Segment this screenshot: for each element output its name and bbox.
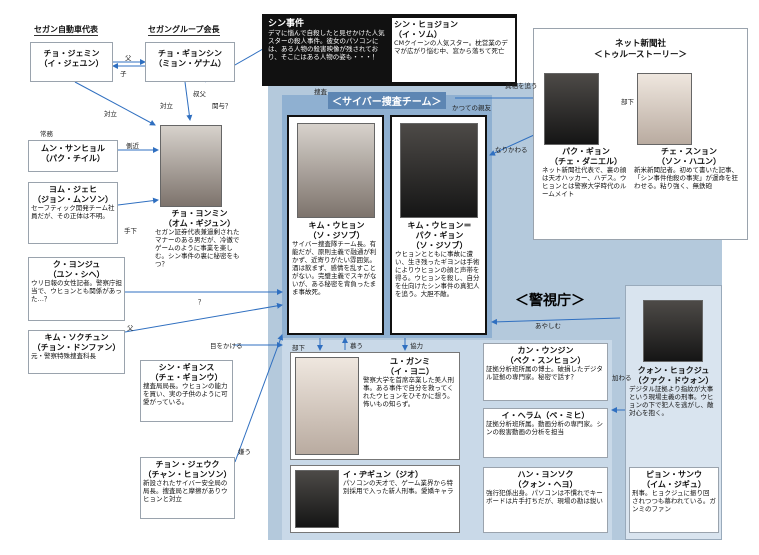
photo-kim-uhyon: [297, 123, 375, 218]
photo-kwon: [643, 300, 703, 362]
rel-child: 子: [120, 70, 127, 78]
card-yu: ユ・ガンミ （イ・ヨニ） 警察大学を首席卒業した美人刑事。ある事件で自分を救って…: [290, 352, 460, 460]
arrow-uncle: [184, 81, 193, 121]
rel-uncle: 叔父: [193, 90, 206, 98]
rel-oppose2: 対立: [160, 102, 173, 110]
rel-question: ？: [198, 298, 205, 306]
arrow-oppose: [74, 81, 156, 126]
photo-kim-park: [400, 123, 478, 218]
rel-subordinate2: 部下: [621, 98, 634, 106]
card-net-news: ネット新聞社 ＜トゥルーストーリー＞ パク・ギョン （チェ・ダニエル） ネット新…: [533, 28, 748, 240]
card-kan: カン・ウンジン （ペク・スンヒョン） 証拠分析班所属の博士。破損したデジタル証拠…: [483, 343, 608, 401]
rel-subordinate3: 部下: [292, 344, 305, 352]
card-kim-sok: キム・ソクチュン （チョン・ドンファン） 元・警察特殊捜査科長: [28, 330, 125, 374]
card-shin-case: シン事件 デマに惱んで自殺したと見せかけた人気スターの殺人事件。彼女のパソコンに…: [262, 14, 517, 86]
cyber-team-title: ＜サイバー捜査チーム＞: [328, 92, 446, 109]
arrow-hate: [234, 334, 284, 463]
card-cho-jemin: チョ・ジェミン （イ・ジェユン）: [30, 42, 113, 82]
arrow-suspect: [491, 317, 621, 325]
rel-mun-tag: 常務: [40, 130, 53, 138]
rel-truth: 真相を追う: [505, 82, 538, 90]
arrow-subordinate: [117, 197, 159, 206]
photo-park: [544, 73, 599, 145]
rel-father2: 父: [127, 324, 134, 332]
card-han: ハン・ヨンソク （クォン・ヘヨ） 強行犯係出身。パソコンは不慣れでキーボードは片…: [483, 467, 608, 533]
rel-father: 父: [125, 54, 132, 62]
card-pyon: ピョン・サンウ （イム・ジギュ） 刑事。ヒョクジュに振り回されつつも慕われている…: [629, 467, 719, 533]
card-mun: ムン・サンヒョル （パク・チイル）: [28, 140, 118, 172]
photo-choi: [637, 73, 692, 145]
arrow-father2: [124, 302, 283, 333]
rel-subordinate: 手下: [124, 227, 137, 235]
rel-suspect: あやしむ: [535, 322, 561, 330]
rel-hate: 嫌う: [238, 448, 251, 456]
card-kim-park: キム・ウヒョン＝ パク・ギョン （ソ・ジソブ） ウヒョンとともに事故に遭い、生き…: [390, 115, 487, 335]
card-kim-uhyon: キム・ウヒョン （ソ・ジソブ） サイバー捜査隊チーム長。有能だが、原則主義で融通…: [287, 115, 384, 335]
rel-former: かつての親友: [452, 104, 491, 112]
rel-admire: 慕う: [350, 342, 363, 350]
card-chon-jeuk: チョン・ジェウク （チャン・ヒョンソン） 新設されたサイバー安全局の局長。捜査局…: [140, 457, 235, 519]
rel-investigate: 捜査: [314, 88, 327, 96]
rel-join: 加わる: [612, 374, 632, 382]
rel-watch: 目をかける: [210, 342, 243, 350]
photo-ijegon: [295, 470, 339, 528]
card-cho-gison: チョ・ギョンシン （ミョン・ゲナム）: [145, 42, 235, 82]
photo-yu: [295, 357, 359, 455]
card-cho-yonmin: チョ・ヨンミン （オム・ギジュン） セガン証券代表兼過剰されたマナーのある男だが…: [153, 207, 246, 289]
title-sagan-group: セガングループ会長: [148, 25, 220, 36]
rel-involve: 関与？: [212, 102, 232, 110]
card-ku: ク・ヨンジュ （ユン・シヘ） ウリ日報の女性記者。警察庁担当で、ウヒョンとも関係…: [28, 257, 125, 321]
card-kwon: クォン・ヒョクジュ （クァク・ドウォン） デジタル証拠より指紋が大事という現場主…: [629, 366, 714, 417]
card-ijegon: イ・ヂギュン（ジオ） パソコンの天才で、ゲーム業界から特別採用で入った新人刑事。…: [290, 465, 460, 533]
card-shin-gyoson: シン・ギョンス （チェ・ギョンウ） 捜査局局長。ウヒョンの能力を買い、実の子供の…: [140, 360, 233, 422]
card-yom: ヨム・ジェヒ （ジョン・ムンソン） セーフティック開発チーム社員だが、その正体は…: [28, 182, 118, 244]
rel-assistant: 側近: [126, 142, 139, 150]
rel-cooperate: 協力: [410, 342, 423, 350]
rel-becomes: なりかわる: [495, 146, 528, 154]
rel-oppose: 対立: [104, 110, 117, 118]
photo-cho-yonmin: [160, 125, 222, 207]
card-ihe: イ・ヘラム（ペ・ミヒ） 証拠分析班所属。動画分析の専門家。シンの殺害動画の分析を…: [483, 408, 608, 458]
title-sagan-motor: セガン自動車代表: [34, 25, 98, 36]
police-title: ＜警視庁＞: [515, 293, 585, 309]
